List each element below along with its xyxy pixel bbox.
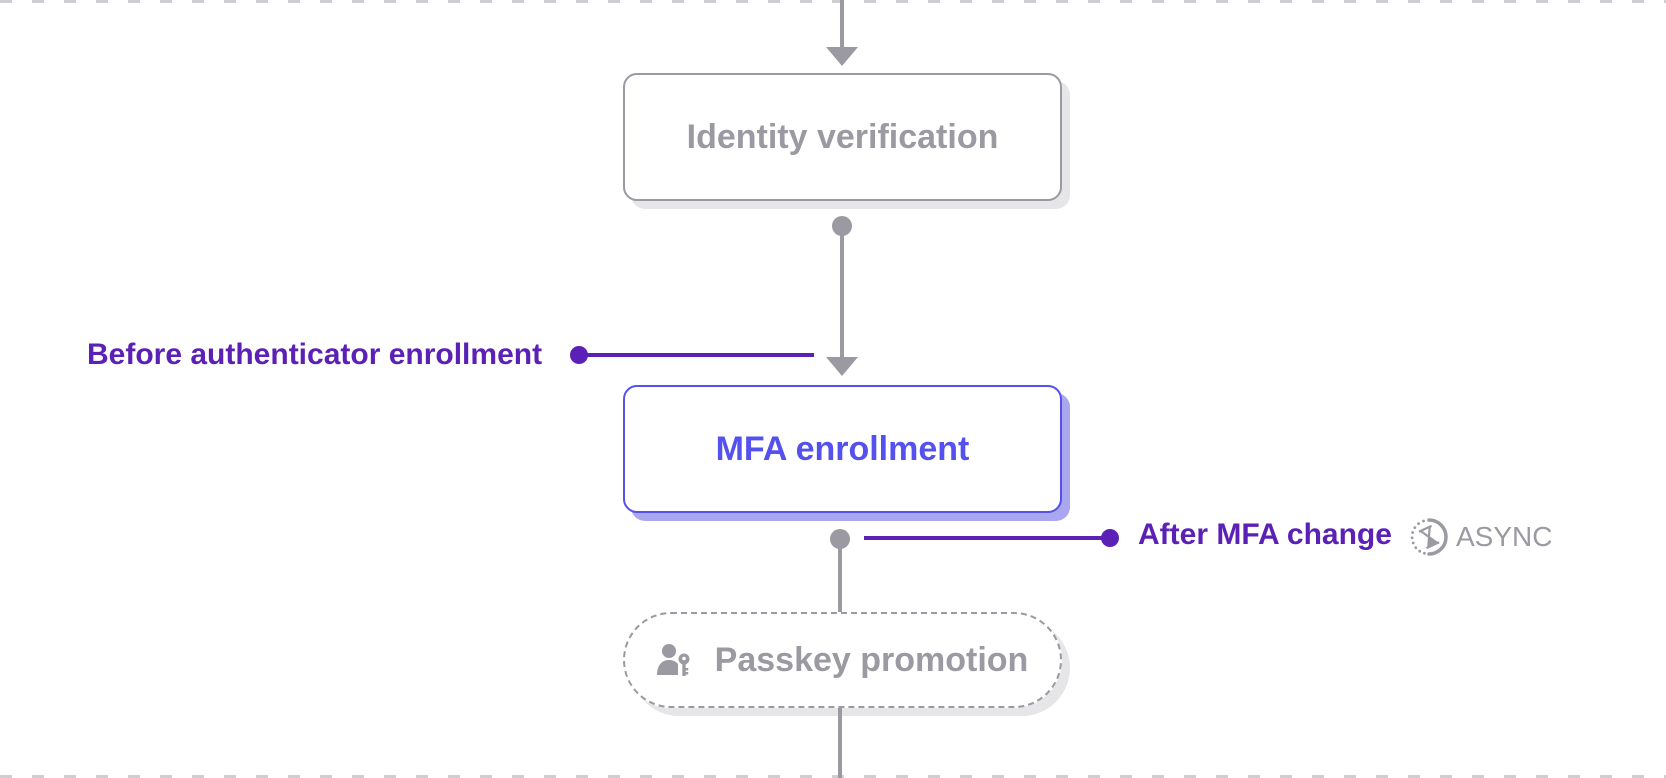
edge-identity-to-mfa-line	[840, 226, 844, 360]
hook-after-dot	[1101, 529, 1119, 547]
edge-mfa-to-passkey-line	[838, 539, 842, 613]
hook-after-mfa-change-label[interactable]: After MFA change	[1138, 518, 1392, 551]
node-label: Identity verification	[686, 117, 999, 156]
node-label: Passkey promotion	[714, 640, 1029, 679]
frame-bottom-dashed-border	[0, 775, 1666, 778]
node-mfa-enrollment[interactable]: MFA enrollment	[623, 385, 1062, 513]
async-hourglass-icon	[1410, 518, 1448, 556]
edge-incoming-line	[840, 0, 844, 50]
edge-outgoing-line	[838, 708, 842, 778]
async-badge: ASYNC	[1410, 518, 1552, 556]
hook-before-authenticator-enrollment-label[interactable]: Before authenticator enrollment	[87, 338, 543, 371]
frame-top-dashed-border	[0, 0, 1666, 3]
user-key-icon	[656, 644, 690, 676]
node-identity-verification[interactable]: Identity verification	[623, 73, 1062, 201]
arrow-down-icon	[826, 357, 858, 376]
node-label: MFA enrollment	[715, 429, 970, 468]
node-passkey-promotion[interactable]: Passkey promotion	[623, 612, 1062, 708]
hook-before-line	[579, 353, 814, 357]
arrow-down-icon	[826, 47, 858, 66]
async-badge-text: ASYNC	[1456, 521, 1553, 552]
hook-after-line	[864, 536, 1110, 540]
